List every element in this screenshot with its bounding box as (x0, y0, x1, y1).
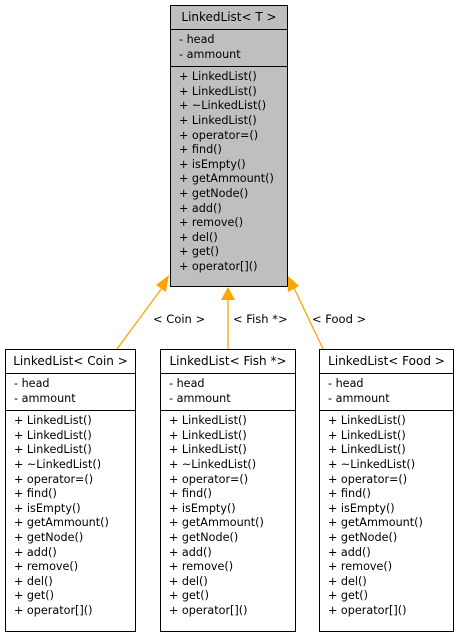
attribute-line: - head (14, 377, 50, 390)
edge-coin: < Coin > (116, 275, 205, 350)
class-title: LinkedList< Coin > (13, 354, 128, 368)
edge-fish: < Fish *> (221, 287, 288, 349)
class-title: LinkedList< Fish *> (169, 354, 287, 368)
method-line: + operator[]() (14, 603, 93, 617)
method-line: + isEmpty() (14, 501, 81, 515)
method-section: + LinkedList()+ LinkedList()+ LinkedList… (161, 410, 295, 622)
method-section: + LinkedList()+ LinkedList()+ ~LinkedLis… (171, 66, 287, 278)
method-line: + LinkedList() (328, 414, 406, 428)
class-box-linkedlist-t[interactable]: LinkedList< T > - head- ammount + Linked… (170, 5, 288, 287)
method-line: + get() (328, 589, 369, 603)
class-title: LinkedList< T > (181, 10, 277, 24)
attribute-line: - head (328, 377, 364, 390)
method-line: + LinkedList() (179, 113, 257, 127)
method-line: + del() (14, 574, 53, 588)
attribute-line: - ammount (14, 391, 76, 405)
arrowhead-fish (221, 287, 235, 300)
arrowhead-food (287, 275, 299, 292)
edge-label-food: < Food > (312, 312, 366, 326)
method-line: + remove() (328, 560, 393, 574)
method-line: + isEmpty() (169, 501, 236, 515)
method-section: + LinkedList()+ LinkedList()+ LinkedList… (320, 410, 453, 622)
method-line: + del() (179, 230, 218, 244)
method-line: + remove() (169, 560, 234, 574)
method-line: + isEmpty() (328, 501, 395, 515)
method-line: + operator[]() (328, 603, 407, 617)
method-line: + LinkedList() (328, 443, 406, 457)
edge-line-coin (116, 287, 163, 350)
method-line: + add() (169, 545, 212, 559)
method-line: + operator[]() (179, 259, 258, 273)
method-line: + getAmmount() (179, 172, 274, 186)
attribute-section: - head- ammount (171, 29, 287, 66)
edge-label-coin: < Coin > (153, 312, 205, 326)
edge-label-fish: < Fish *> (233, 312, 288, 326)
method-line: + find() (14, 487, 57, 501)
method-line: + operator=() (179, 128, 259, 142)
attribute-section: - head- ammount (320, 373, 453, 410)
class-box-linkedlist-food[interactable]: LinkedList< Food > - head- ammount + Lin… (319, 349, 454, 632)
attribute-line: - head (179, 33, 215, 46)
method-line: + LinkedList() (179, 70, 257, 84)
attribute-section: - head- ammount (6, 373, 135, 410)
method-line: + LinkedList() (169, 428, 247, 442)
method-line: + ~LinkedList() (14, 457, 102, 471)
arrowhead-coin (156, 275, 169, 292)
method-line: + operator=() (328, 472, 408, 486)
method-line: + getAmmount() (169, 516, 264, 530)
class-box-linkedlist-fish[interactable]: LinkedList< Fish *> - head- ammount + Li… (160, 349, 296, 632)
method-line: + getNode() (14, 530, 84, 544)
method-line: + find() (169, 487, 212, 501)
method-line: + LinkedList() (14, 414, 92, 428)
method-line: + del() (169, 574, 208, 588)
method-line: + add() (179, 201, 222, 215)
method-line: + isEmpty() (179, 157, 246, 171)
method-line: + add() (328, 545, 371, 559)
method-line: + operator=() (14, 472, 94, 486)
attribute-line: - ammount (179, 47, 241, 61)
method-line: + getNode() (169, 530, 239, 544)
method-line: + ~LinkedList() (179, 99, 267, 113)
method-line: + LinkedList() (169, 414, 247, 428)
method-line: + del() (328, 574, 367, 588)
method-section: + LinkedList()+ LinkedList()+ LinkedList… (6, 410, 135, 622)
method-line: + operator=() (169, 472, 249, 486)
method-line: + LinkedList() (14, 443, 92, 457)
method-line: + remove() (14, 560, 79, 574)
method-line: + getNode() (328, 530, 398, 544)
attribute-line: - ammount (169, 391, 231, 405)
attribute-line: - head (169, 377, 205, 390)
method-line: + LinkedList() (179, 84, 257, 98)
method-line: + remove() (179, 216, 244, 230)
class-box-linkedlist-coin[interactable]: LinkedList< Coin > - head- ammount + Lin… (5, 349, 136, 632)
edge-food: < Food > (287, 275, 366, 350)
method-line: + LinkedList() (328, 428, 406, 442)
method-line: + find() (179, 143, 222, 157)
edge-line-food (293, 287, 324, 350)
method-line: + getAmmount() (14, 516, 109, 530)
method-line: + ~LinkedList() (328, 457, 416, 471)
method-line: + operator[]() (169, 603, 248, 617)
method-line: + find() (328, 487, 371, 501)
method-line: + LinkedList() (14, 428, 92, 442)
method-line: + add() (14, 545, 57, 559)
attribute-line: - ammount (328, 391, 390, 405)
class-title: LinkedList< Food > (328, 354, 445, 368)
method-line: + getAmmount() (328, 516, 423, 530)
method-line: + get() (179, 245, 220, 259)
method-line: + LinkedList() (169, 443, 247, 457)
method-line: + get() (169, 589, 210, 603)
method-line: + getNode() (179, 186, 249, 200)
method-line: + get() (14, 589, 55, 603)
method-line: + ~LinkedList() (169, 457, 257, 471)
attribute-section: - head- ammount (161, 373, 295, 410)
